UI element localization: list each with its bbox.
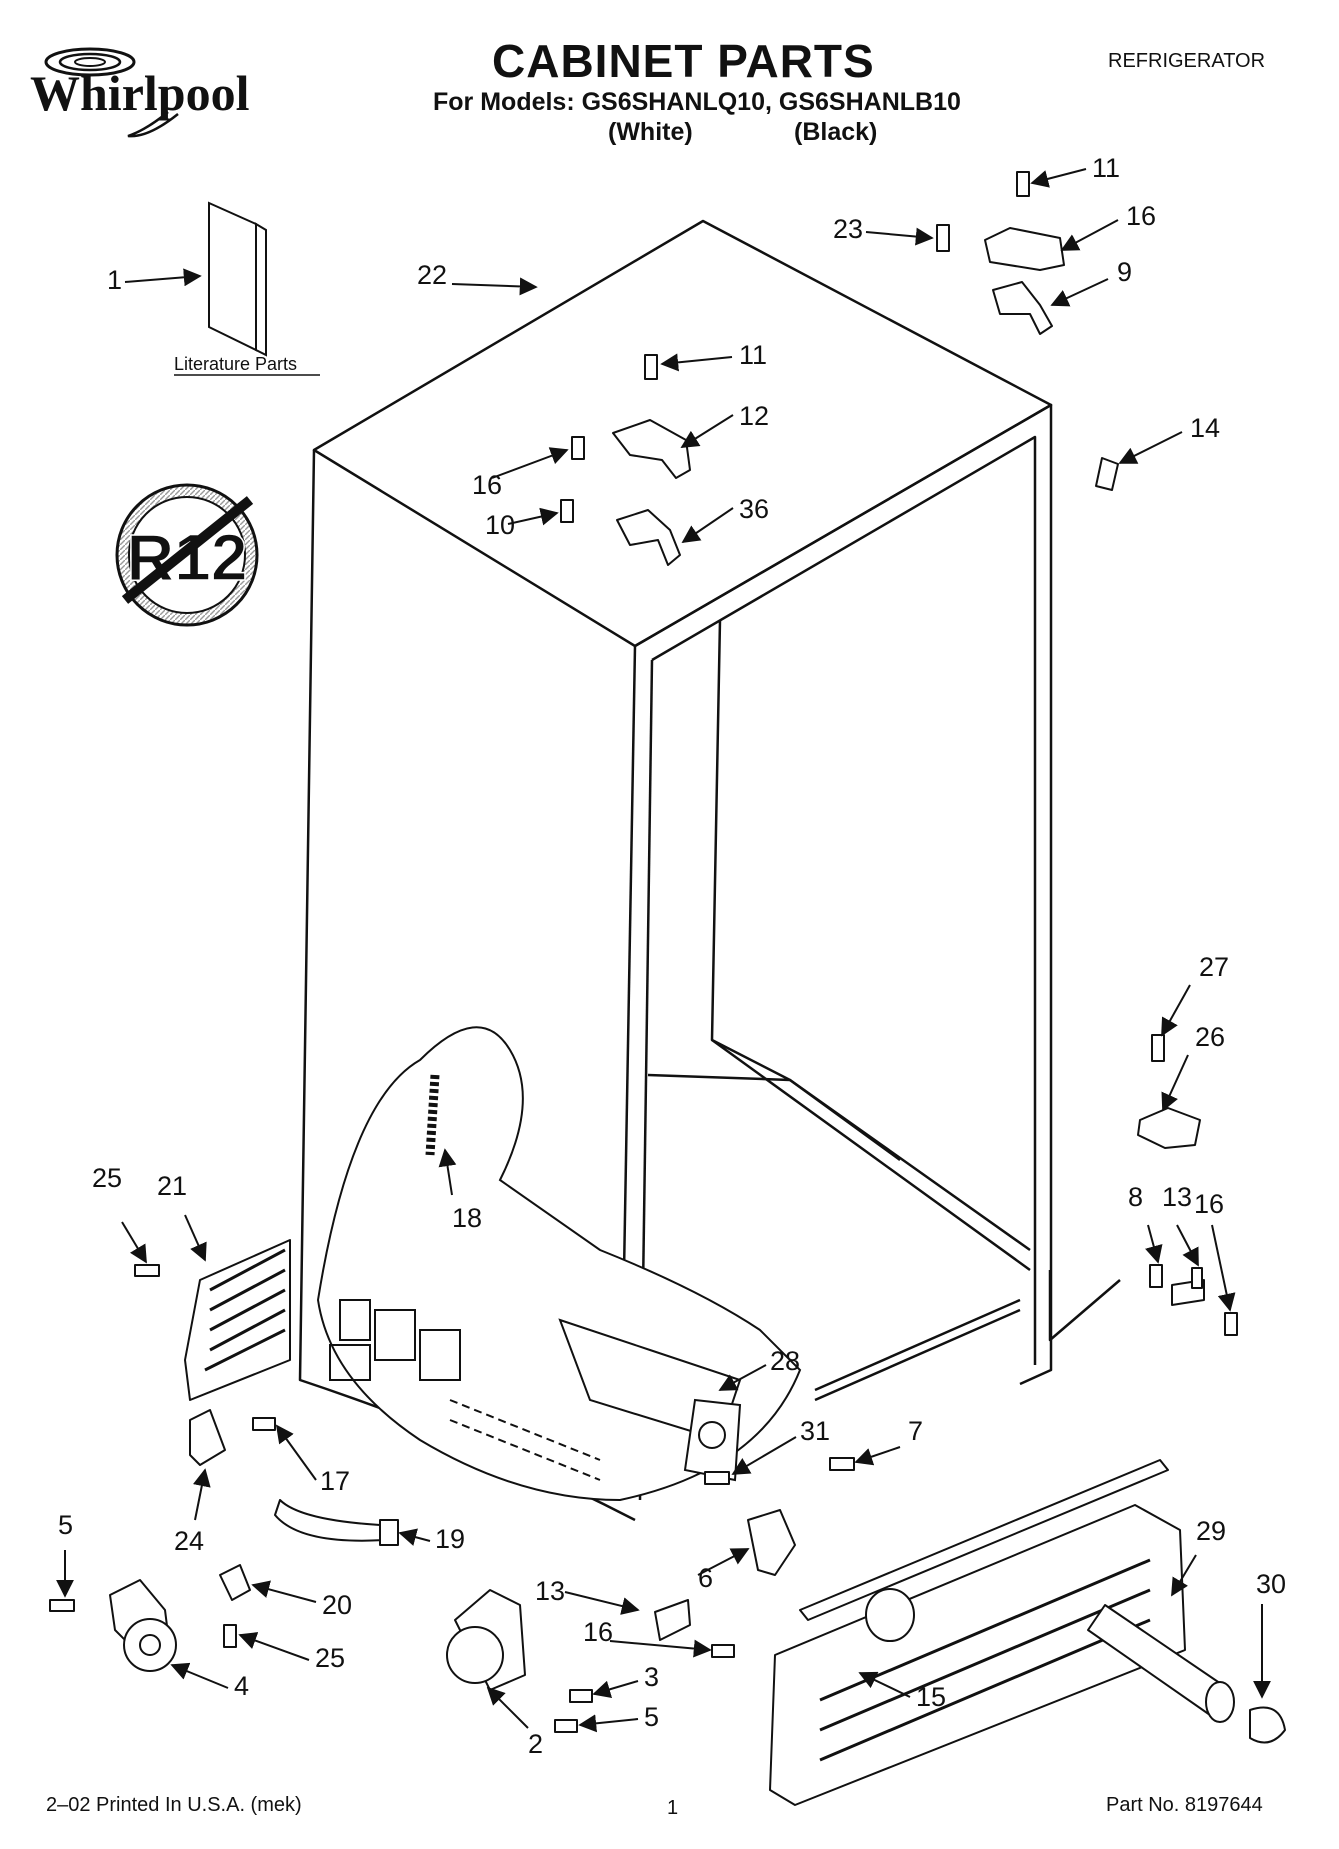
leader-arrow-36 [681,507,734,544]
callout-36: 36 [739,494,769,524]
page-title: CABINET PARTS [492,35,875,87]
leader-arrow-7 [854,1446,901,1466]
callout-18: 18 [452,1203,482,1233]
leader-arrow-15 [858,1671,911,1698]
leader-arrow-18 [438,1148,457,1196]
leader-arrow-31 [731,1436,797,1475]
leader-arrow-25 [238,1632,310,1661]
leader-arrow-14 [1118,431,1183,464]
callout-23: 23 [833,214,863,244]
callout-30: 30 [1256,1569,1286,1599]
leader-arrow-8 [1145,1224,1163,1264]
leader-arrow-16 [1211,1224,1236,1312]
literature-book [208,201,267,357]
leader-arrow-26 [1161,1054,1189,1112]
callout-13: 13 [1162,1182,1192,1212]
callout-4: 4 [234,1671,249,1701]
callout-22: 22 [417,260,447,290]
whirlpool-logo: Whirlpool [30,47,250,138]
callout-5: 5 [58,1510,73,1540]
leader-arrow-29 [1171,1554,1197,1597]
leader-arrow-23 [865,227,934,246]
leader-arrow-1 [124,268,202,287]
callout-27: 27 [1199,952,1229,982]
callout-19: 19 [435,1524,465,1554]
callout-5: 5 [644,1702,659,1732]
callout-16: 16 [1126,201,1156,231]
appliance-type: REFRIGERATOR [1108,50,1266,72]
leader-arrow-3 [592,1680,639,1699]
callout-26: 26 [1195,1022,1225,1052]
footer-page-number: 1 [667,1797,679,1819]
callout-25: 25 [315,1643,345,1673]
leader-arrow-13 [564,1591,640,1615]
leader-arrow-2 [486,1686,529,1729]
color-black-label: (Black) [794,118,878,146]
callout-15: 15 [916,1682,946,1712]
callout-13: 13 [535,1576,565,1606]
callout-6: 6 [698,1563,713,1593]
callout-16: 16 [1194,1189,1224,1219]
parts [49,171,1286,1806]
footer-printed: 2–02 Printed In U.S.A. (mek) [46,1794,302,1816]
leader-arrow-24 [192,1468,211,1521]
leader-arrow-12 [680,414,734,448]
leader-arrow-13 [1176,1224,1199,1267]
leader-arrow-16 [609,1639,712,1658]
literature-parts-label: Literature Parts [174,354,297,374]
leader-arrow-10 [507,507,559,526]
callout-16: 16 [472,470,502,500]
footer-part-number: Part No. 8197644 [1106,1794,1263,1816]
leader-arrow-20 [251,1580,317,1603]
leader-arrow-4 [170,1662,229,1689]
leader-arrow-21 [184,1214,207,1262]
callout-11: 11 [739,340,767,370]
color-white-label: (White) [608,118,693,146]
callout-14: 14 [1190,413,1220,443]
leader-arrow-16 [1060,219,1119,251]
leader-arrow-6 [697,1548,750,1576]
models-line: For Models: GS6SHANLQ10, GS6SHANLB10 [433,88,961,116]
callout-2: 2 [528,1729,543,1759]
no-r12-badge: R12 [115,483,259,627]
leader-arrow-22 [451,277,538,296]
callout-11: 11 [1092,153,1120,183]
callout-7: 7 [908,1416,923,1446]
callout-3: 3 [644,1662,659,1692]
leader-arrow-5 [578,1714,639,1733]
leader-arrow-11 [1030,168,1087,188]
leader-arrow-16 [491,447,569,479]
callout-20: 20 [322,1590,352,1620]
callout-16: 16 [583,1617,613,1647]
leader-arrow-11 [660,353,733,372]
leader-arrow-9 [1050,278,1109,307]
callout-21: 21 [157,1171,187,1201]
leader-arrow-28 [718,1364,767,1391]
cutaway-compressor-area [316,1026,802,1502]
callout-12: 12 [739,401,769,431]
callout-10: 10 [485,510,515,540]
callout-1: 1 [107,265,122,295]
callout-9: 9 [1117,257,1132,287]
callout-31: 31 [800,1416,830,1446]
callout-8: 8 [1128,1182,1143,1212]
leader-arrow-17 [275,1424,317,1481]
callout-28: 28 [770,1346,800,1376]
leader-arrow-19 [398,1528,431,1546]
leader-arrow-27 [1161,984,1191,1037]
leader-arrow-25 [121,1221,147,1264]
leader-arrows [56,168,1271,1733]
callout-29: 29 [1196,1516,1226,1546]
callout-25: 25 [92,1163,122,1193]
callout-17: 17 [320,1466,350,1496]
callout-24: 24 [174,1526,204,1556]
brand-wordmark: Whirlpool [30,65,250,121]
